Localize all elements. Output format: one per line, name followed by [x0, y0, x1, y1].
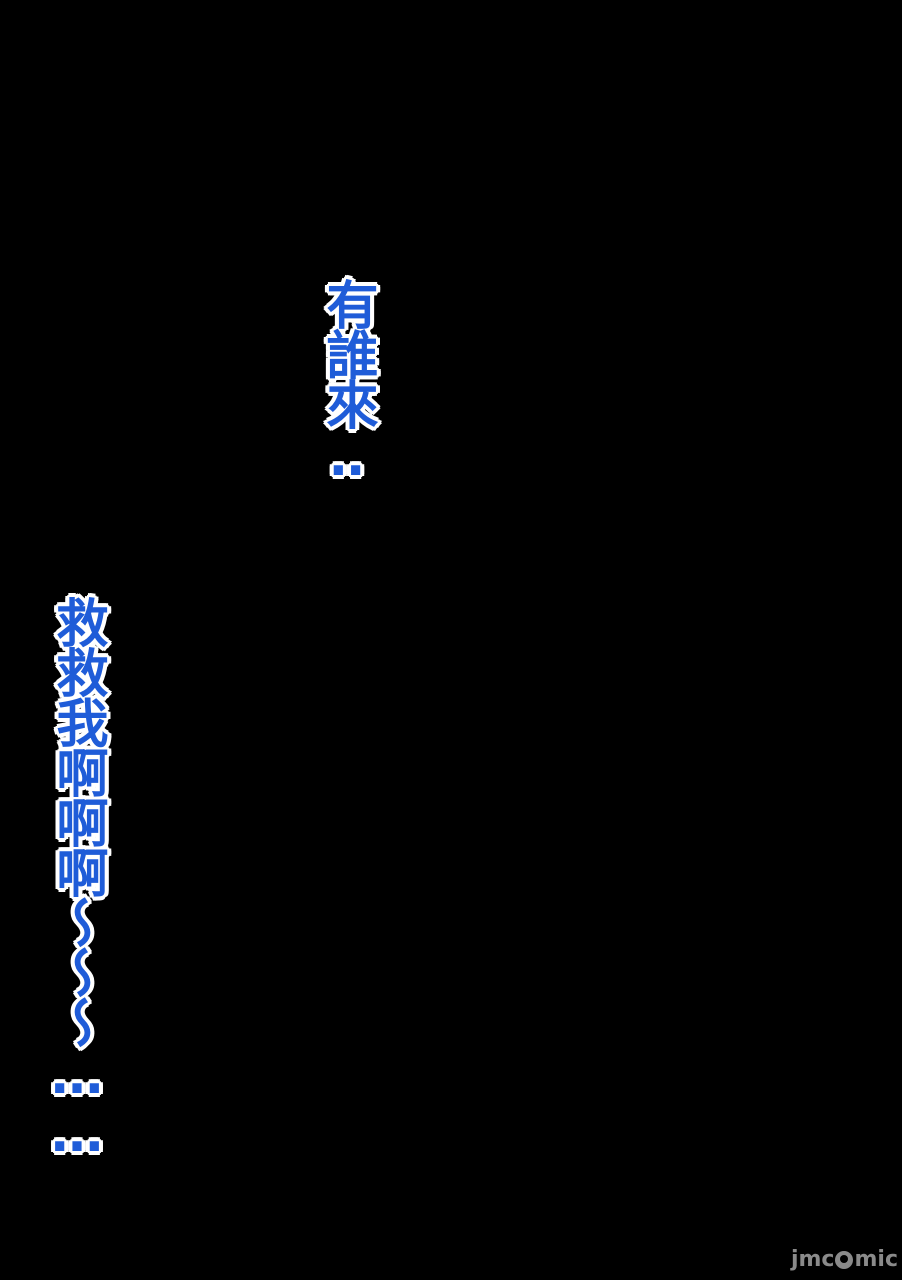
speech-line-1: 有誰來‥ [317, 278, 377, 486]
watermark-prefix: jmc [790, 1247, 835, 1272]
watermark-face-icon [835, 1250, 854, 1269]
watermark-logo: jmc mic [791, 1247, 898, 1272]
watermark-suffix: mic [854, 1247, 898, 1272]
speech-line-2: 救救我啊啊啊～～～…… [47, 596, 107, 1162]
